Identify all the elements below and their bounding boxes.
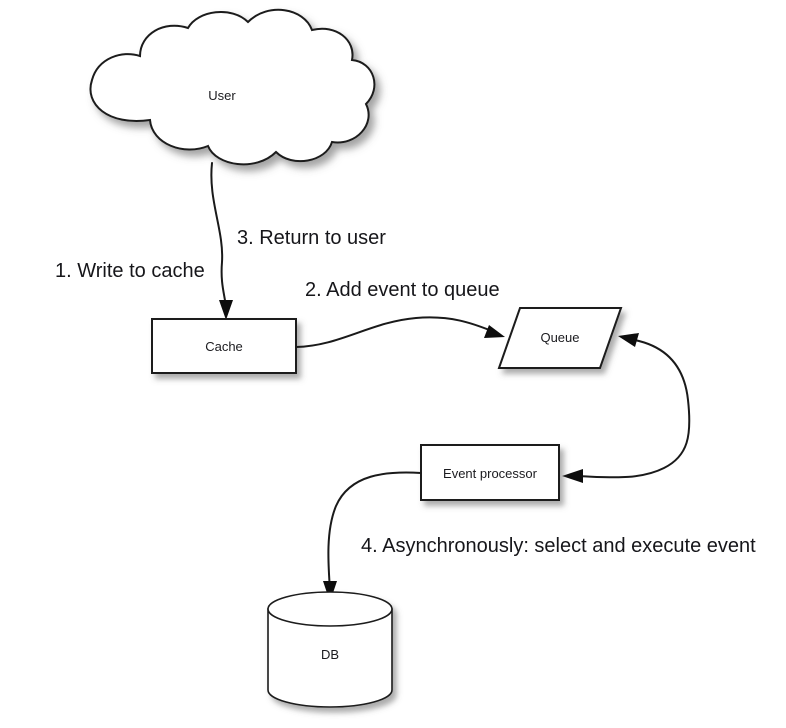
node-event-processor[interactable]: Event processor xyxy=(420,444,560,501)
step-label-3: 3. Return to user xyxy=(237,227,386,249)
cloud-shape xyxy=(89,8,376,166)
arrowhead-icon xyxy=(484,325,505,338)
node-event-processor-label: Event processor xyxy=(443,466,538,481)
edge-cache-to-queue[interactable] xyxy=(295,316,505,348)
edge-cache-to-queue-path xyxy=(295,316,493,348)
arrowhead-icon xyxy=(618,333,639,347)
node-queue-label: Queue xyxy=(540,330,579,345)
edge-user-to-cache[interactable] xyxy=(210,162,233,320)
edge-processor-to-db-path xyxy=(327,471,422,591)
node-queue[interactable]: Queue xyxy=(497,307,623,369)
arrowhead-icon xyxy=(562,469,583,483)
step-label-1: 1. Write to cache xyxy=(55,260,205,282)
node-user-label: User xyxy=(208,88,236,103)
edge-user-to-cache-path xyxy=(210,162,227,311)
step-label-2: 2. Add event to queue xyxy=(305,279,500,301)
node-user[interactable]: User xyxy=(89,8,376,166)
step-label-4: 4. Asynchronously: select and execute ev… xyxy=(361,535,756,557)
db-cylinder-body xyxy=(267,608,393,708)
edge-queue-processor-loop-path xyxy=(575,338,691,479)
node-db-label: DB xyxy=(321,647,339,662)
node-cache-label: Cache xyxy=(205,339,243,354)
edge-queue-processor-loop[interactable] xyxy=(562,333,691,483)
db-cylinder-top xyxy=(267,591,393,627)
node-db[interactable]: DB xyxy=(267,591,393,708)
event-processor-shape xyxy=(420,444,560,501)
queue-shape xyxy=(497,307,623,369)
arrowhead-icon xyxy=(219,300,233,320)
node-cache[interactable]: Cache xyxy=(151,318,297,374)
